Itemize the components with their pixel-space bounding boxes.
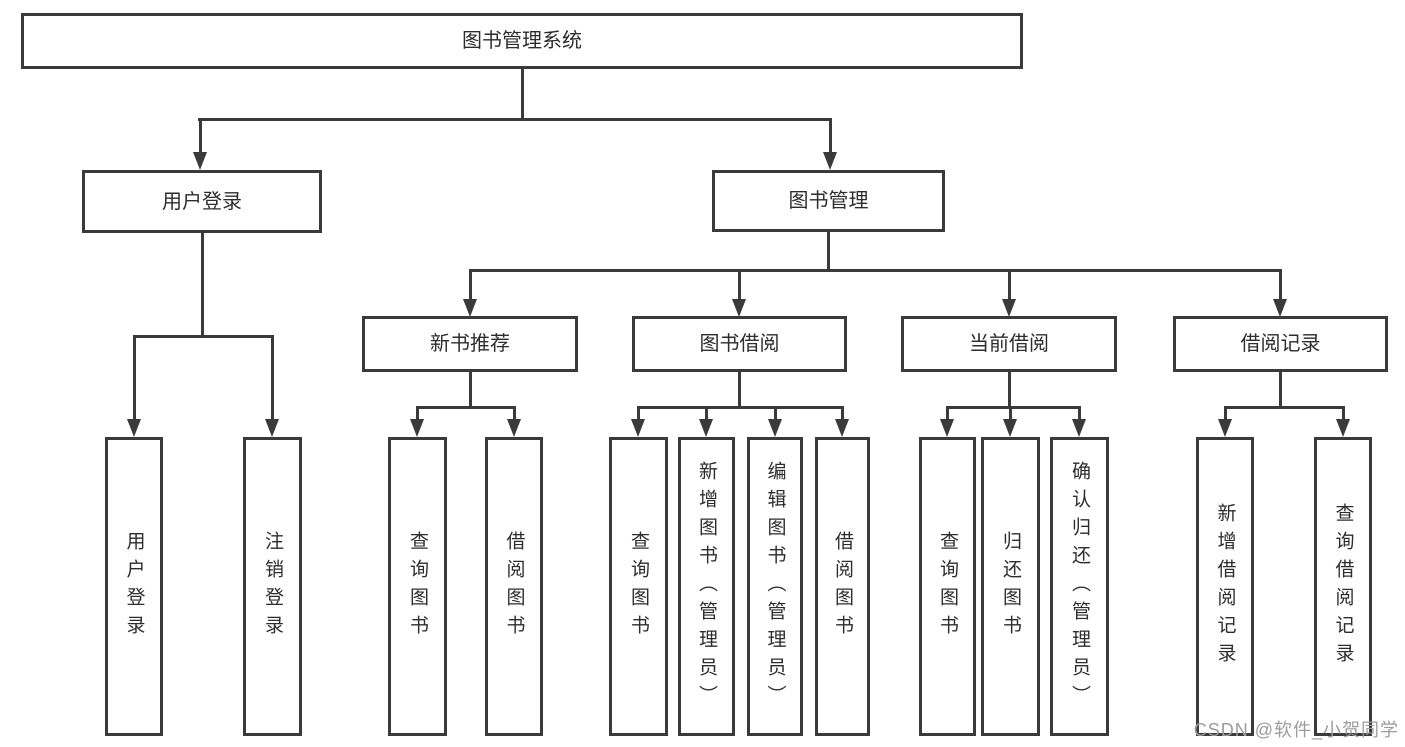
arrowhead-icon [463, 299, 477, 317]
leaf-confirm-return-admin: 确认归还（管理员） [1050, 437, 1109, 736]
arrowhead-icon [1072, 419, 1086, 437]
arrowhead-icon [699, 419, 713, 437]
connector-line [1009, 406, 1012, 421]
connector-line [469, 372, 472, 408]
leaf-logout: 注销登录 [243, 437, 302, 736]
arrowhead-icon [1002, 299, 1016, 317]
leaf-add-borrow-record: 新增借阅记录 [1196, 437, 1254, 736]
leaf-borrow-books: 借阅图书 [815, 437, 870, 736]
connector-line [827, 232, 830, 271]
leaf-add-book-admin: 新增图书（管理员） [678, 437, 735, 736]
arrowhead-icon [193, 152, 207, 170]
connector-line [199, 118, 202, 154]
node-user-login: 用户登录 [82, 170, 322, 233]
node-root: 图书管理系统 [21, 13, 1023, 69]
arrowhead-icon [1336, 419, 1350, 437]
node-borrow-records: 借阅记录 [1173, 316, 1388, 372]
connector-line [637, 406, 844, 409]
connector-line [1008, 269, 1011, 301]
connector-line [201, 233, 204, 337]
arrowhead-icon [127, 419, 141, 437]
node-book-management: 图书管理 [712, 170, 945, 232]
connector-line [198, 118, 832, 121]
connector-line [1224, 406, 1345, 409]
connector-line [133, 335, 136, 419]
watermark: CSDN @软件_小贺同学 [1193, 720, 1399, 740]
connector-line [513, 406, 516, 421]
connector-line [841, 406, 844, 421]
arrowhead-icon [1218, 419, 1232, 437]
connector-line [1279, 372, 1282, 408]
arrowhead-icon [410, 419, 424, 437]
leaf-edit-book-admin: 编辑图书（管理员） [747, 437, 803, 736]
connector-line [946, 406, 949, 421]
leaf-borrow-books-recommend: 借阅图书 [485, 437, 543, 736]
arrowhead-icon [265, 419, 279, 437]
connector-line [1078, 406, 1081, 421]
arrowhead-icon [1003, 419, 1017, 437]
connector-line [469, 269, 472, 301]
connector-line [133, 335, 274, 338]
leaf-query-books-current: 查询图书 [919, 437, 976, 736]
connector-line [1224, 406, 1227, 421]
connector-line [416, 406, 419, 421]
connector-line [738, 372, 741, 408]
connector-line [1342, 406, 1345, 421]
leaf-query-books-recommend: 查询图书 [388, 437, 447, 736]
connector-line [271, 335, 274, 419]
connector-line [946, 406, 1081, 409]
connector-line [1279, 269, 1282, 301]
connector-line [416, 406, 516, 409]
arrowhead-icon [940, 419, 954, 437]
leaf-query-borrow-record: 查询借阅记录 [1314, 437, 1372, 736]
leaf-user-login: 用户登录 [105, 437, 163, 736]
arrowhead-icon [768, 419, 782, 437]
arrowhead-icon [823, 152, 837, 170]
leaf-return-books: 归还图书 [981, 437, 1040, 736]
arrowhead-icon [732, 299, 746, 317]
connector-line [1008, 372, 1011, 408]
arrowhead-icon [507, 419, 521, 437]
node-book-borrow: 图书借阅 [632, 316, 847, 372]
node-new-book-recommend: 新书推荐 [362, 316, 578, 372]
arrowhead-icon [835, 419, 849, 437]
connector-line [705, 406, 708, 421]
arrowhead-icon [631, 419, 645, 437]
connector-line [521, 69, 524, 118]
connector-line [637, 406, 640, 421]
leaf-query-books-borrow: 查询图书 [609, 437, 668, 736]
node-current-borrow: 当前借阅 [901, 316, 1117, 372]
connector-line [738, 269, 741, 301]
connector-line [469, 269, 1282, 272]
connector-line [829, 118, 832, 154]
arrowhead-icon [1273, 299, 1287, 317]
connector-line [774, 406, 777, 421]
